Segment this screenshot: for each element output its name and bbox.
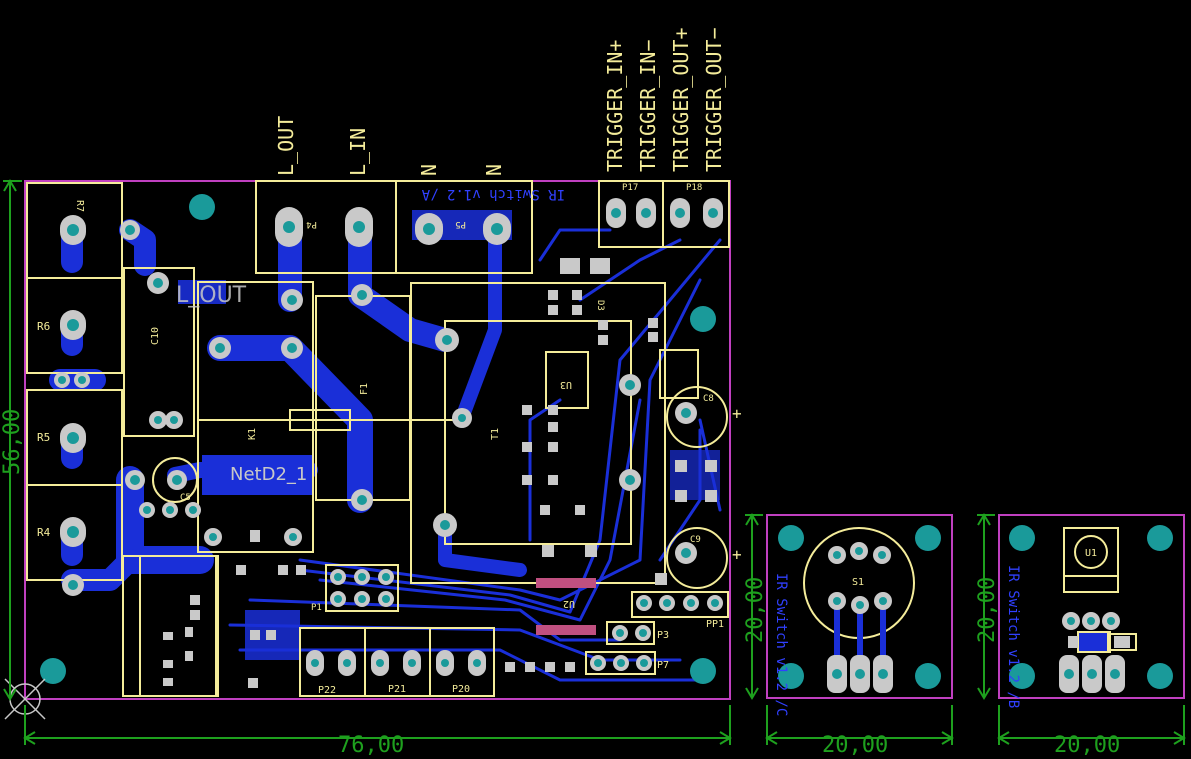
ref-s1: S1 (852, 577, 864, 588)
ref-p22: P22 (318, 685, 336, 696)
ref-p3: P3 (657, 630, 669, 641)
netd2-label: NetD2_1 (230, 464, 307, 485)
board-title-main: IR Switch v1.2 /A (421, 186, 565, 202)
dim-main-height: 56,00 (0, 409, 25, 475)
board-c-outline (766, 514, 953, 699)
main-board: R7 R6 R5 R4 C10 K1 F1 T1 U3 U2 D3 C8 C9 … (0, 28, 742, 759)
ref-p17: P17 (622, 183, 638, 193)
dim-board-b-width: 20,00 (1054, 733, 1120, 758)
net-label-n1: N (417, 164, 441, 176)
ref-p20: P20 (452, 684, 470, 695)
ref-c8-plus: + (732, 404, 742, 423)
ref-r5: R5 (37, 431, 50, 444)
board-title-c: IR Switch v1.2 /C (773, 573, 789, 716)
ref-p1: P1 (311, 603, 322, 613)
net-label-trigger-out-minus: TRIGGER_OUT− (702, 28, 726, 173)
ref-u3: U3 (560, 379, 572, 390)
dim-board-b-height: 20,00 (975, 577, 1000, 643)
mounting-holes (40, 194, 716, 684)
ref-c5: C5 (180, 493, 191, 503)
main-dimensions: 76,00 56,00 (0, 179, 732, 758)
ref-t1: T1 (490, 428, 501, 440)
ref-r6: R6 (37, 320, 50, 333)
board-c: S1 IR Switch v1.2 /C 20,00 20,00 (743, 513, 954, 758)
board-b: U1 IR Switch v1.2 /B 20,00 20,00 (975, 513, 1186, 758)
ref-r7: R7 (74, 200, 85, 212)
net-label-l-in: L_IN (346, 128, 370, 176)
ref-p21: P21 (388, 684, 406, 695)
ref-k1: K1 (247, 428, 258, 440)
net-labels: L_OUT L_IN N N TRIGGER_IN+ TRIGGER_IN− T… (274, 28, 726, 177)
l-out-pour-label: L_OUT (176, 283, 247, 308)
ref-c8: C8 (703, 394, 714, 404)
board-title-b: IR Switch v1.2 /B (1005, 565, 1021, 708)
dim-board-c-width: 20,00 (822, 733, 888, 758)
board-b-outline (998, 514, 1185, 699)
net-label-trigger-in-plus: TRIGGER_IN+ (603, 40, 627, 172)
component-labels: R7 R6 R5 R4 C10 K1 F1 T1 U3 U2 D3 C8 C9 … (37, 183, 742, 696)
ref-p18: P18 (686, 183, 702, 193)
ref-r4: R4 (37, 526, 51, 539)
net-label-n2: N (482, 164, 506, 176)
through-hole-pads (54, 198, 723, 688)
ref-c9: C9 (690, 535, 701, 545)
ref-u1: U1 (1085, 548, 1097, 559)
ref-p5: P5 (455, 219, 466, 229)
ref-d3: D3 (595, 300, 605, 311)
ref-p7: P7 (657, 660, 669, 671)
silkscreen-outlines (26, 180, 730, 697)
ref-pp1: PP1 (706, 619, 724, 630)
ref-p4: P4 (306, 219, 317, 229)
copper-text: L_OUT NetD2_1 IR Switch v1.2 /A (176, 186, 565, 485)
net-label-trigger-in-minus: TRIGGER_IN− (636, 40, 660, 172)
ref-c9-plus: + (732, 545, 742, 564)
ref-u2: U2 (563, 598, 575, 609)
ref-c10: C10 (150, 327, 161, 345)
dim-main-width: 76,00 (338, 733, 404, 758)
net-label-trigger-out-plus: TRIGGER_OUT+ (669, 28, 693, 173)
dim-board-c-height: 20,00 (743, 577, 768, 643)
ref-f1: F1 (359, 383, 370, 395)
net-label-l-out: L_OUT (274, 116, 298, 176)
